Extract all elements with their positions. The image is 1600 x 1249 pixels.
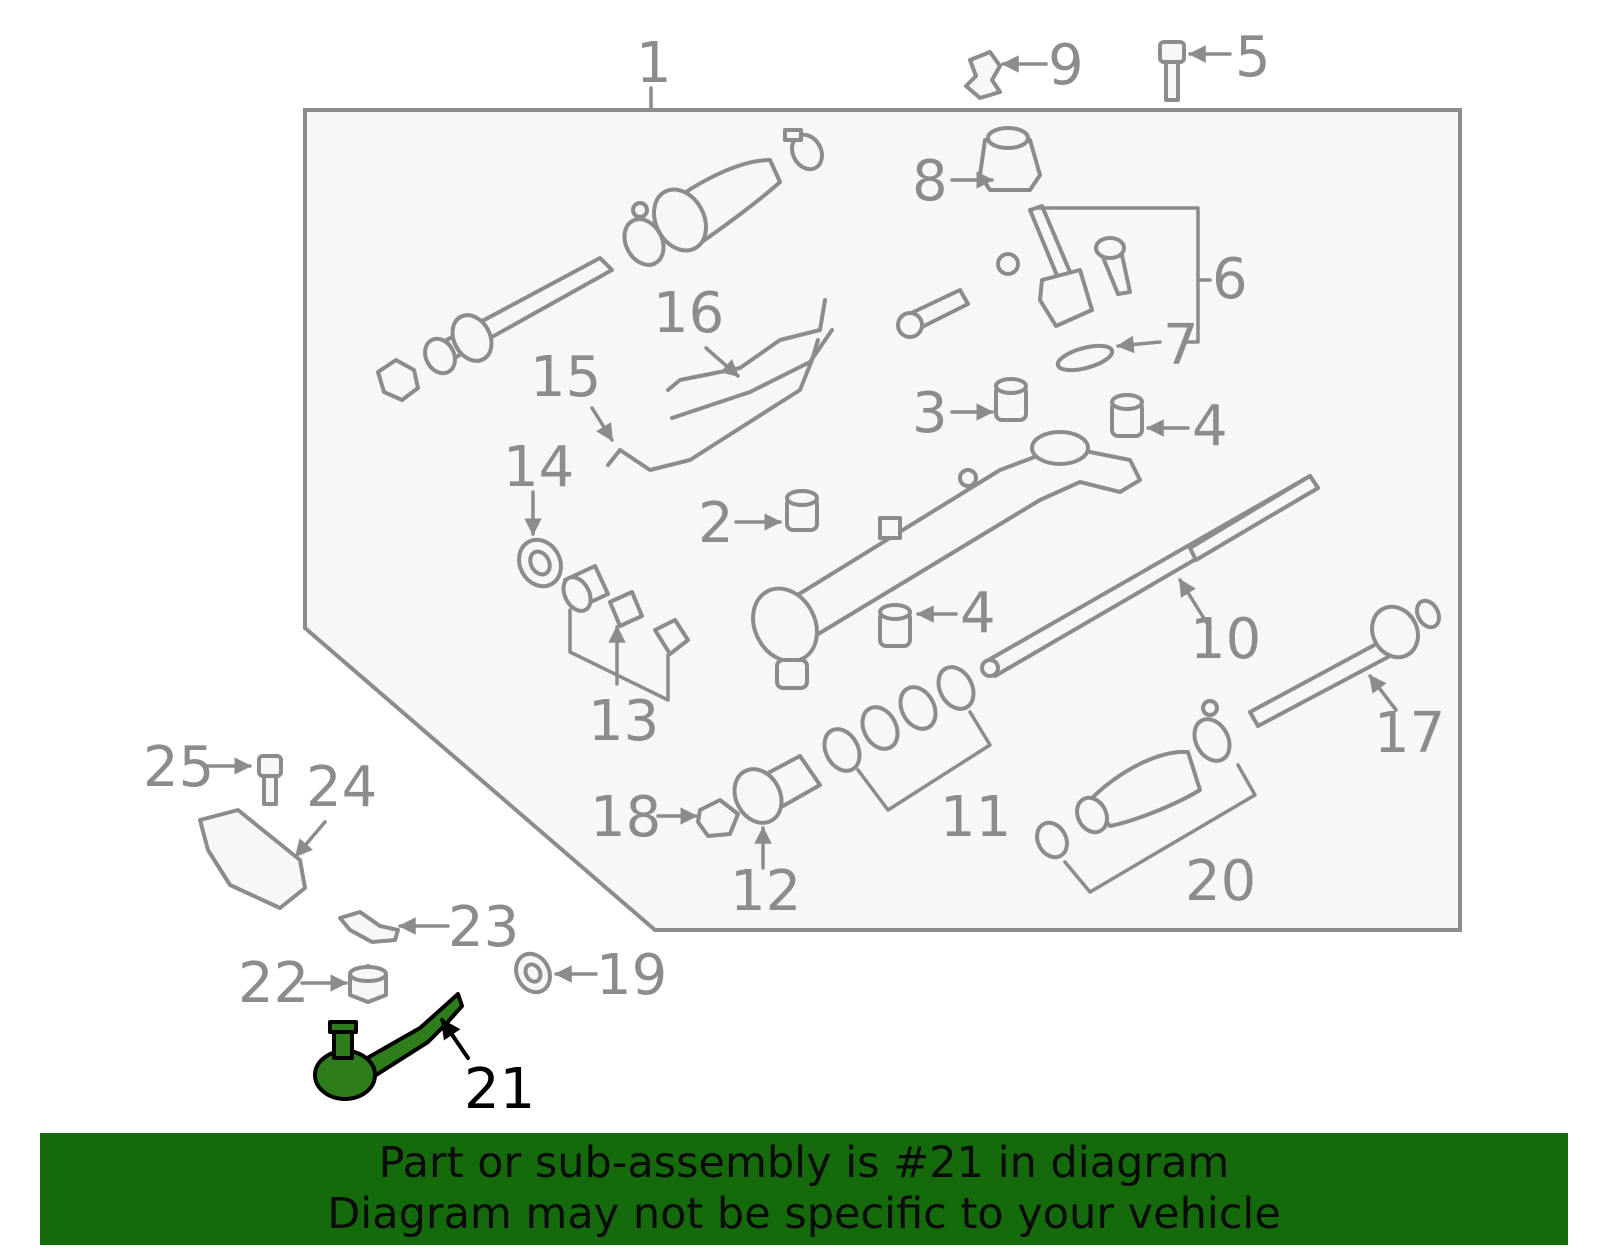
part-6-valve bbox=[896, 204, 1132, 373]
bracket-6 bbox=[1036, 206, 1200, 344]
part-20-boot bbox=[1035, 699, 1232, 860]
callout-9: 9 bbox=[1048, 33, 1084, 98]
callout-4-upper: 4 bbox=[1192, 394, 1228, 459]
part-10-rack bbox=[980, 474, 1320, 678]
part-16-pipe bbox=[666, 298, 827, 392]
part-4-bushing-upper bbox=[1110, 393, 1144, 438]
part-5-bolt bbox=[1158, 40, 1186, 102]
part-16-pipe-b bbox=[670, 328, 834, 420]
callout-13: 13 bbox=[588, 689, 659, 754]
callout-10: 10 bbox=[1190, 607, 1261, 672]
part-21-tie-rod-end[interactable] bbox=[313, 992, 464, 1101]
info-banner: Part or sub-assembly is #21 in diagram D… bbox=[40, 1133, 1568, 1245]
leader-7 bbox=[1116, 335, 1162, 354]
part-25-bolt bbox=[257, 754, 283, 806]
banner-line-2: Diagram may not be specific to your vehi… bbox=[327, 1189, 1281, 1239]
callout-18: 18 bbox=[590, 785, 661, 850]
inner-tie-rod-left bbox=[376, 256, 614, 402]
bracket-20 bbox=[1063, 763, 1257, 894]
callout-4-lower: 4 bbox=[960, 581, 996, 646]
part-13-parts bbox=[561, 564, 690, 656]
boot-left bbox=[622, 128, 824, 267]
bracket-11 bbox=[856, 710, 992, 812]
part-15-pipe bbox=[606, 338, 820, 472]
callout-2: 2 bbox=[698, 491, 734, 556]
part-17-inner-tie-rod bbox=[1248, 598, 1442, 728]
leader-10 bbox=[1178, 578, 1212, 630]
callout-15: 15 bbox=[530, 345, 601, 410]
callout-24: 24 bbox=[306, 755, 377, 820]
gear-housing bbox=[751, 430, 1142, 690]
callout-12: 12 bbox=[730, 859, 801, 924]
leader-16 bbox=[704, 346, 740, 378]
callout-14: 14 bbox=[503, 435, 574, 500]
leader-17 bbox=[1368, 674, 1398, 712]
callout-19: 19 bbox=[596, 943, 667, 1008]
callout-11: 11 bbox=[940, 785, 1011, 850]
callout-8: 8 bbox=[912, 149, 948, 214]
part-18-nut bbox=[696, 798, 740, 838]
part-12-boot bbox=[732, 754, 822, 825]
leader-21 bbox=[440, 1018, 470, 1060]
bracket-13 bbox=[568, 608, 670, 702]
callout-16: 16 bbox=[653, 281, 724, 346]
callout-25: 25 bbox=[143, 735, 214, 800]
callout-20: 20 bbox=[1185, 849, 1256, 914]
part-22-nut bbox=[348, 964, 388, 1004]
callout-6: 6 bbox=[1212, 247, 1248, 312]
callout-17: 17 bbox=[1374, 701, 1445, 766]
callout-21[interactable]: 21 bbox=[464, 1057, 535, 1122]
part-4-bushing-lower bbox=[878, 603, 912, 648]
part-24-cover bbox=[198, 808, 307, 910]
callout-5: 5 bbox=[1235, 25, 1271, 90]
callout-23: 23 bbox=[448, 895, 519, 960]
callout-22: 22 bbox=[238, 951, 309, 1016]
part-2-bushing bbox=[785, 489, 819, 532]
part-3-bushing bbox=[994, 377, 1028, 422]
part-14-seal bbox=[517, 537, 563, 589]
part-11-rings bbox=[822, 665, 976, 773]
leader-15 bbox=[590, 406, 614, 442]
leader-24 bbox=[294, 820, 327, 858]
part-9-clip bbox=[964, 50, 1002, 100]
callout-1: 1 bbox=[636, 31, 672, 96]
part-23-clip bbox=[338, 910, 400, 944]
callout-7: 7 bbox=[1163, 313, 1199, 378]
part-19-nut bbox=[514, 951, 552, 995]
callout-3: 3 bbox=[912, 381, 948, 446]
banner-line-1: Part or sub-assembly is #21 in diagram bbox=[378, 1138, 1230, 1188]
